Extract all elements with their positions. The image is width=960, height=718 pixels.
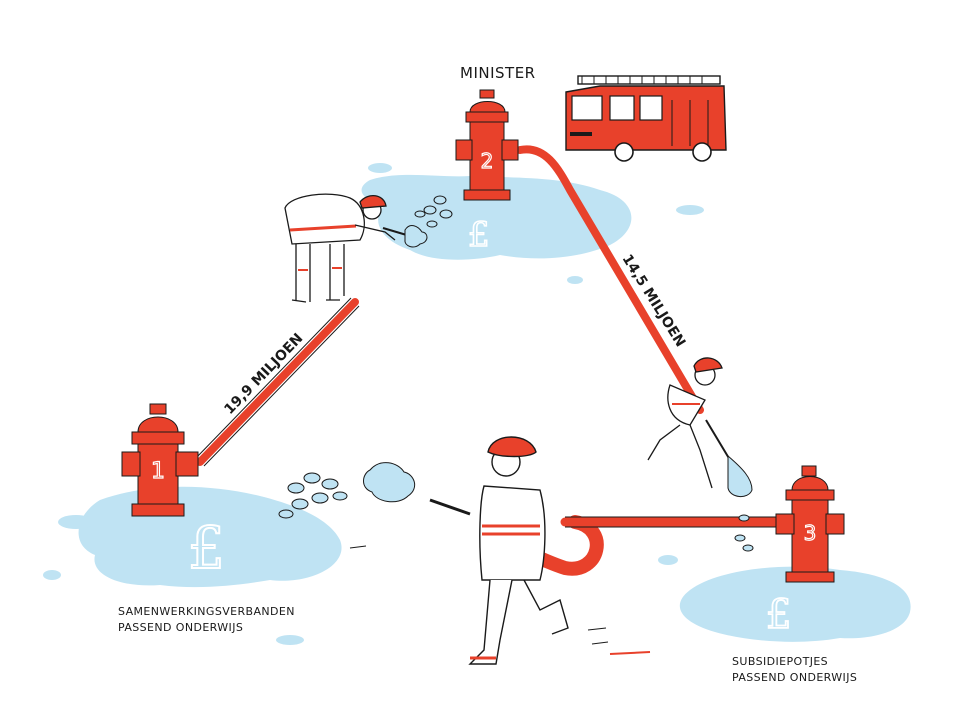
- fire-truck-icon: [565, 75, 727, 162]
- firefighter-right: [647, 357, 731, 489]
- caption-subsidiepotjes: SUBSIDIEPOTJES PASSEND ONDERWIJS: [732, 654, 857, 686]
- hose-nozzle-bottom: [429, 498, 471, 516]
- hose-outlines: [195, 297, 790, 528]
- caption-left-line2: PASSEND ONDERWIJS: [118, 621, 244, 634]
- currency-icon-2: £: [468, 215, 490, 255]
- caption-samenwerkingsverbanden: SAMENWERKINGSVERBANDEN PASSEND ONDERWIJS: [118, 604, 295, 636]
- hydrant-3-number: 3: [804, 521, 817, 545]
- hydrant-1-number: 1: [151, 459, 165, 484]
- hydrant-1: 1: [121, 403, 199, 517]
- minister-label: MINISTER: [460, 64, 536, 82]
- caption-right-line2: PASSEND ONDERWIJS: [732, 671, 858, 684]
- firefighter-bottom: [468, 436, 569, 665]
- motion-lines: [349, 545, 651, 655]
- water-spray-right: [727, 454, 754, 552]
- caption-left-line1: SAMENWERKINGSVERBANDEN: [118, 605, 295, 618]
- water-spray-top: [404, 195, 453, 248]
- caption-right-line1: SUBSIDIEPOTJES: [732, 655, 829, 668]
- hydrant-3: 3: [775, 465, 845, 583]
- water-puddles: [43, 163, 911, 645]
- hydrant-2-number: 2: [481, 149, 494, 173]
- firefighter-top: [284, 193, 411, 303]
- hoses: [196, 145, 795, 576]
- currency-icon-1: £: [188, 514, 225, 582]
- currency-icon-3: £: [766, 592, 791, 638]
- water-spray-bottom: [278, 462, 416, 519]
- hydrant-2: 2: [455, 89, 519, 201]
- currency-icons: £ £ £: [187, 214, 792, 639]
